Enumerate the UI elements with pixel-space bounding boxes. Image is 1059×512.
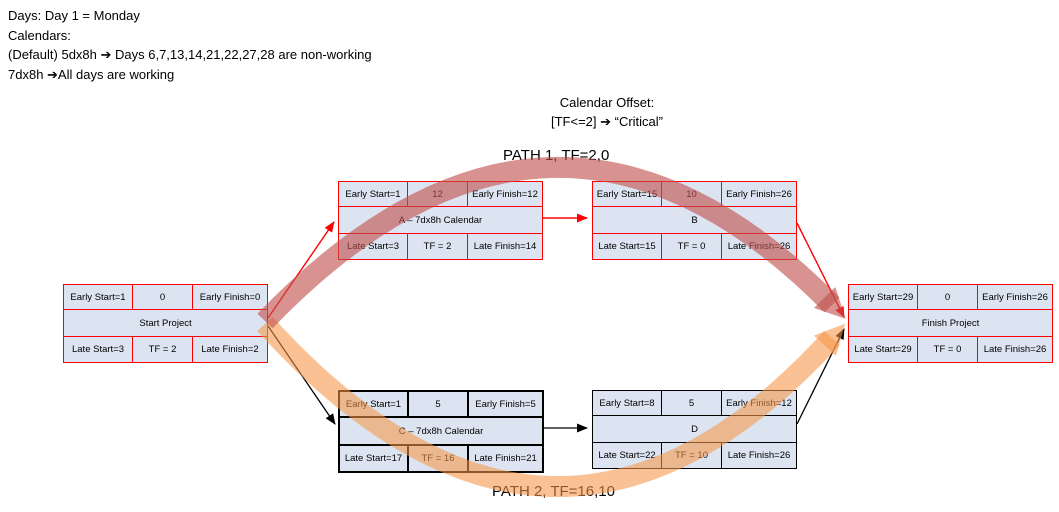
early-finish-cell: Early Finish=12: [721, 390, 797, 416]
arrow-start-to-c: [267, 325, 336, 425]
node-start-project: Early Start=1 0 Early Finish=0 Start Pro…: [63, 284, 268, 363]
late-finish-cell: Late Finish=21: [467, 444, 544, 473]
calendar-offset-note: Calendar Offset: [TF<=2] ➔ “Critical”: [462, 93, 752, 131]
node-title: C – 7dx8h Calendar: [338, 416, 544, 446]
duration-cell: 0: [917, 284, 978, 310]
total-float-cell: TF = 2: [407, 233, 468, 260]
node-finish-project: Early Start=29 0 Early Finish=26 Finish …: [848, 284, 1053, 363]
late-finish-cell: Late Finish=26: [721, 233, 797, 260]
early-start-cell: Early Start=15: [592, 181, 662, 207]
node-title: Finish Project: [848, 309, 1053, 337]
early-finish-cell: Early Finish=26: [721, 181, 797, 207]
duration-cell: 10: [661, 181, 722, 207]
late-start-cell: Late Start=22: [592, 442, 662, 469]
arrow-d-to-finish: [796, 328, 845, 425]
early-finish-cell: Early Finish=0: [192, 284, 268, 310]
late-finish-cell: Late Finish=26: [977, 336, 1053, 363]
late-start-cell: Late Start=29: [848, 336, 918, 363]
duration-cell: 5: [407, 390, 469, 418]
early-finish-cell: Early Finish=12: [467, 181, 543, 207]
early-start-cell: Early Start=1: [338, 181, 408, 207]
calendar-offset-rule: [TF<=2] ➔ “Critical”: [550, 114, 664, 129]
node-title: A – 7dx8h Calendar: [338, 206, 543, 234]
total-float-cell: TF = 2: [132, 336, 193, 363]
duration-cell: 5: [661, 390, 722, 416]
early-start-cell: Early Start=1: [338, 390, 409, 418]
early-start-cell: Early Start=29: [848, 284, 918, 310]
total-float-cell: TF = 10: [661, 442, 722, 469]
late-start-cell: Late Start=15: [592, 233, 662, 260]
path2-label: PATH 2, TF=16,10: [492, 483, 615, 500]
early-finish-cell: Early Finish=5: [467, 390, 544, 418]
total-float-cell: TF = 0: [661, 233, 722, 260]
late-start-cell: Late Start=3: [338, 233, 408, 260]
note-line-calendars: Calendars:: [8, 27, 71, 43]
note-line-days: Days: Day 1 = Monday: [8, 8, 140, 23]
early-finish-cell: Early Finish=26: [977, 284, 1053, 310]
note-line-7dx8h-calendar: 7dx8h ➔All days are working: [8, 66, 175, 82]
arrow-start-to-a: [267, 221, 335, 319]
total-float-cell: TF = 16: [407, 444, 469, 473]
note-line-default-calendar: (Default) 5dx8h ➔ Days 6,7,13,14,21,22,2…: [8, 47, 372, 62]
node-activity-c: Early Start=1 5 Early Finish=5 C – 7dx8h…: [338, 390, 544, 473]
total-float-cell: TF = 0: [917, 336, 978, 363]
duration-cell: 0: [132, 284, 193, 310]
calendar-offset-title: Calendar Offset:: [559, 95, 655, 110]
arrow-b-to-finish: [796, 222, 845, 318]
node-activity-b: Early Start=15 10 Early Finish=26 B Late…: [592, 181, 797, 260]
duration-cell: 12: [407, 181, 468, 207]
early-start-cell: Early Start=8: [592, 390, 662, 416]
path1-label: PATH 1, TF=2,0: [503, 147, 610, 164]
calendar-notes: Days: Day 1 = Monday Calendars: (Default…: [8, 6, 372, 84]
late-finish-cell: Late Finish=14: [467, 233, 543, 260]
node-title: B: [592, 206, 797, 234]
late-start-cell: Late Start=3: [63, 336, 133, 363]
late-finish-cell: Late Finish=2: [192, 336, 268, 363]
node-activity-a: Early Start=1 12 Early Finish=12 A – 7dx…: [338, 181, 543, 260]
late-start-cell: Late Start=17: [338, 444, 409, 473]
node-title: Start Project: [63, 309, 268, 337]
node-activity-d: Early Start=8 5 Early Finish=12 D Late S…: [592, 390, 797, 469]
early-start-cell: Early Start=1: [63, 284, 133, 310]
node-title: D: [592, 415, 797, 443]
late-finish-cell: Late Finish=26: [721, 442, 797, 469]
